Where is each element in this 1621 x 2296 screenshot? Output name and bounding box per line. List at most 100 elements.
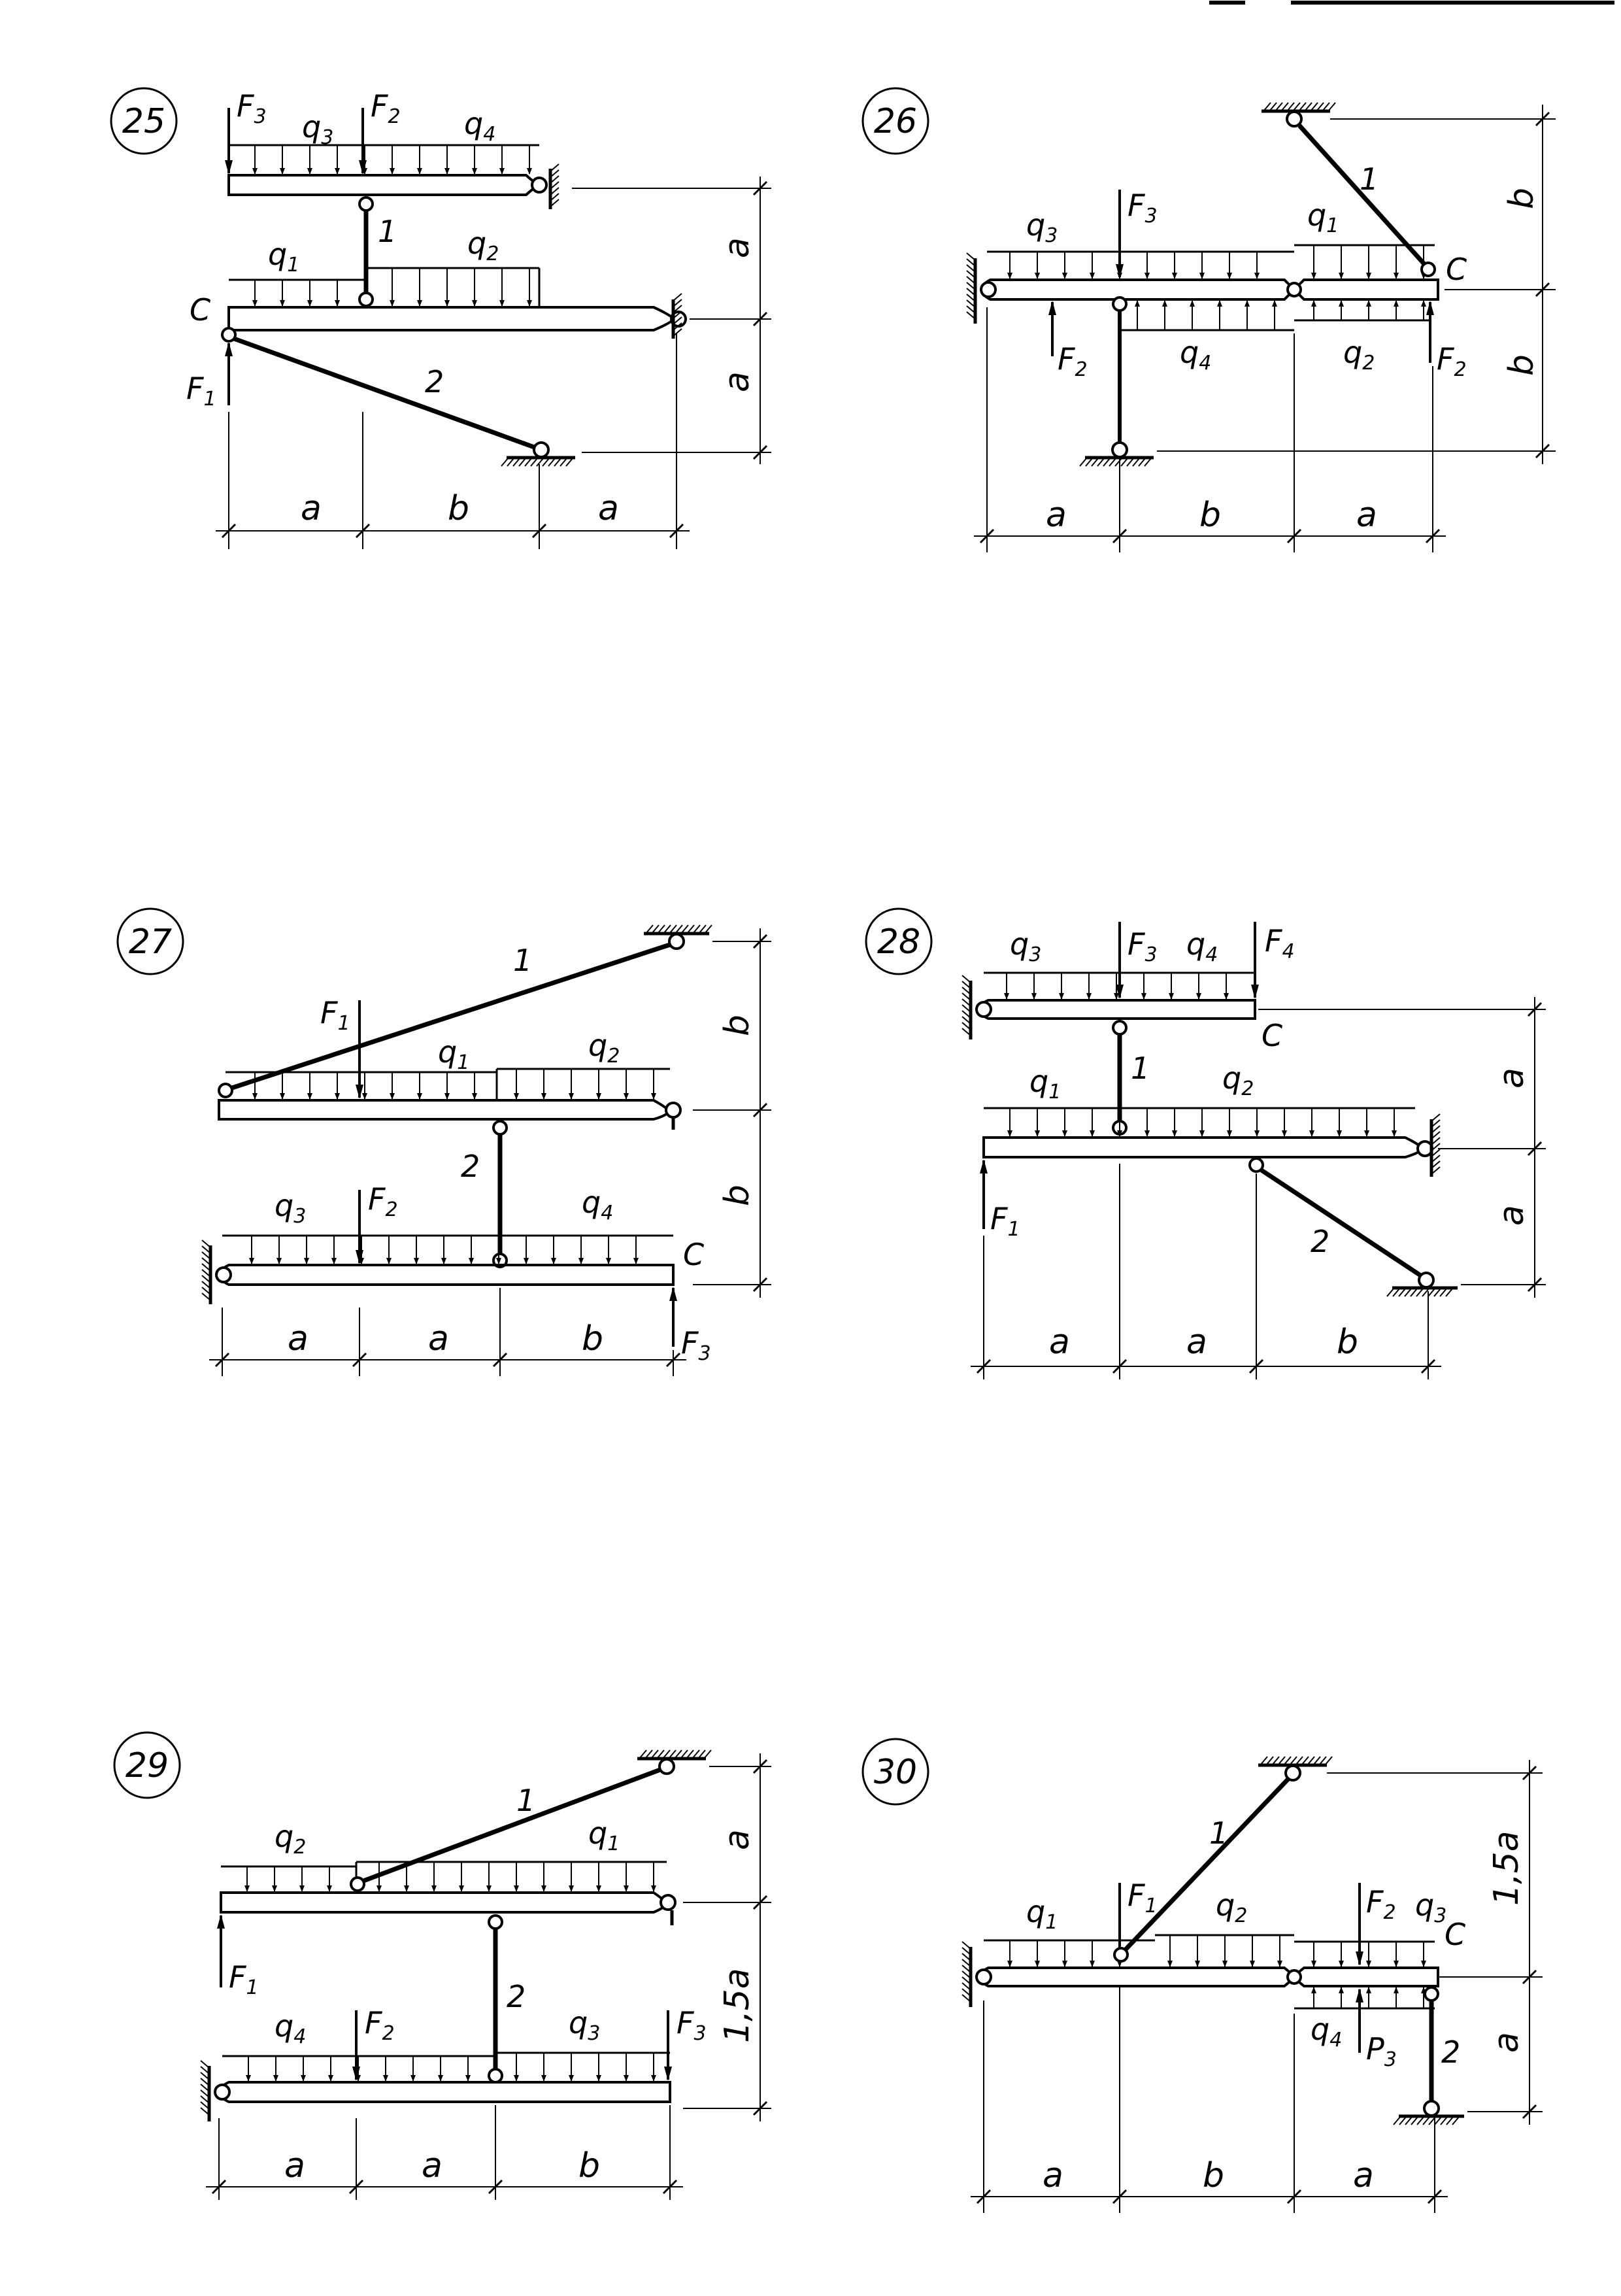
hatch-line [961,1941,971,1950]
hatch-line [201,1292,211,1301]
hatch-line [550,163,560,172]
hatch-line [501,457,509,467]
hatch-line [560,457,568,467]
dimension-tick [1425,528,1441,544]
ceiling-hatch [1260,1756,1333,1766]
hatch-line [530,457,539,467]
hatch-line [651,924,660,934]
load-arrows-q2 [390,268,532,307]
rod1-top-hinge [358,196,374,212]
hatch-line [656,1749,665,1759]
label-C: C [1262,1018,1282,1053]
rod2-ground-hinge [1423,2100,1440,2117]
hatch-line [201,1263,211,1272]
hatch-line [1428,2116,1437,2125]
hatch-line [1126,457,1135,467]
hatch-line [1304,102,1312,112]
dimension-tick [1112,528,1128,544]
hatch-line [1292,102,1301,112]
label-q3: q3 [1010,926,1041,966]
hatch-line [550,199,560,207]
ground-hatch [501,457,574,467]
label-q3: q3 [275,1188,306,1228]
label-rod1: 1 [1360,161,1379,197]
label-F4: F4 [1265,923,1295,963]
hatch-line [201,1281,211,1289]
label-q1: q1 [1026,1894,1058,1934]
dim-h1: a [284,2146,305,2186]
hatch-line [1431,1166,1441,1175]
load-arrows-q4 [1135,300,1277,330]
hatch-line [1386,1287,1395,1297]
label-q4: q4 [1180,335,1211,375]
dim-h3: b [578,2146,600,2186]
label-rod1: 1 [1209,1815,1228,1851]
load-arrows-q1 [252,1072,477,1100]
left-hinge-support [975,1001,992,1018]
hatch-line [662,1749,671,1759]
hatch-line [1422,1287,1430,1297]
hatch-line [1399,2116,1407,2125]
dim-h1: a [1046,496,1067,535]
dim-v1: b [718,1015,757,1036]
left-hinge-support [975,1968,992,1985]
hatch-line [1097,457,1105,467]
hatch-line [1295,1756,1303,1766]
dimension-tick [1527,1002,1543,1017]
dim-v2: a [718,371,757,392]
hatch-line [1433,1287,1442,1297]
hatch-line [1307,1756,1315,1766]
dimension-lines [216,177,771,549]
hatch-line [512,457,521,467]
problem-number-circle [116,907,184,975]
label-F1: F1 [1128,1878,1158,1917]
dim-v1: a [1492,1068,1531,1089]
dimension-lines [206,1753,771,2200]
hatch-line [550,169,560,178]
hatch-line [673,311,682,319]
label-F1: F1 [229,1959,259,1999]
hinge-support [531,177,548,194]
label-q1: q1 [1029,1064,1061,1104]
hatch-line [1422,2116,1431,2125]
hatch-line [639,1749,647,1759]
hatch-line [1446,2116,1454,2125]
load-arrows-q3 [514,2053,656,2082]
dimension-tick [1427,2189,1443,2204]
dim-h3: b [1337,1323,1358,1362]
label-rod1: 1 [378,214,397,249]
hatch-line [1289,1756,1297,1766]
wall-hatch-left [966,252,976,320]
dim-h3: a [1353,2156,1374,2195]
hatch-line [1431,1155,1441,1163]
dimension-tick [1535,282,1550,297]
label-q1: q1 [268,237,299,277]
dim-h3: a [598,489,619,528]
rod-1 [362,1767,661,1883]
dimension-tick [1535,443,1550,459]
problem-29-diagram: 29 q2 q1 F1 1 2 q4 [113,1731,771,2200]
load-arrows-upper [252,145,532,175]
hatch-line [507,457,515,467]
problem-number: 28 [877,922,920,962]
hatch-line [200,2072,210,2080]
load-arrows-q2 [244,1866,332,1892]
dim-h3: b [582,1319,603,1359]
hatch-line [200,2095,210,2104]
problem-27-diagram: 27 q1 q2 F1 1 2 q3 q4 [116,907,771,1376]
dim-h2: a [1186,1323,1207,1362]
hatch-line [1393,2116,1401,2125]
hatch-line [1434,2116,1443,2125]
problem-number-circle [113,1731,181,1799]
label-q1: q1 [588,1815,620,1855]
load-arrows-q2 [1167,1935,1282,1967]
main-beam [980,1967,1439,1987]
problem-number: 26 [874,102,917,141]
rod1-beam-hinge [350,1876,365,1892]
dimension-tick [752,1102,768,1118]
label-q1: q1 [438,1034,469,1074]
problem-number-circle [861,1738,929,1806]
hatch-line [201,1257,211,1266]
